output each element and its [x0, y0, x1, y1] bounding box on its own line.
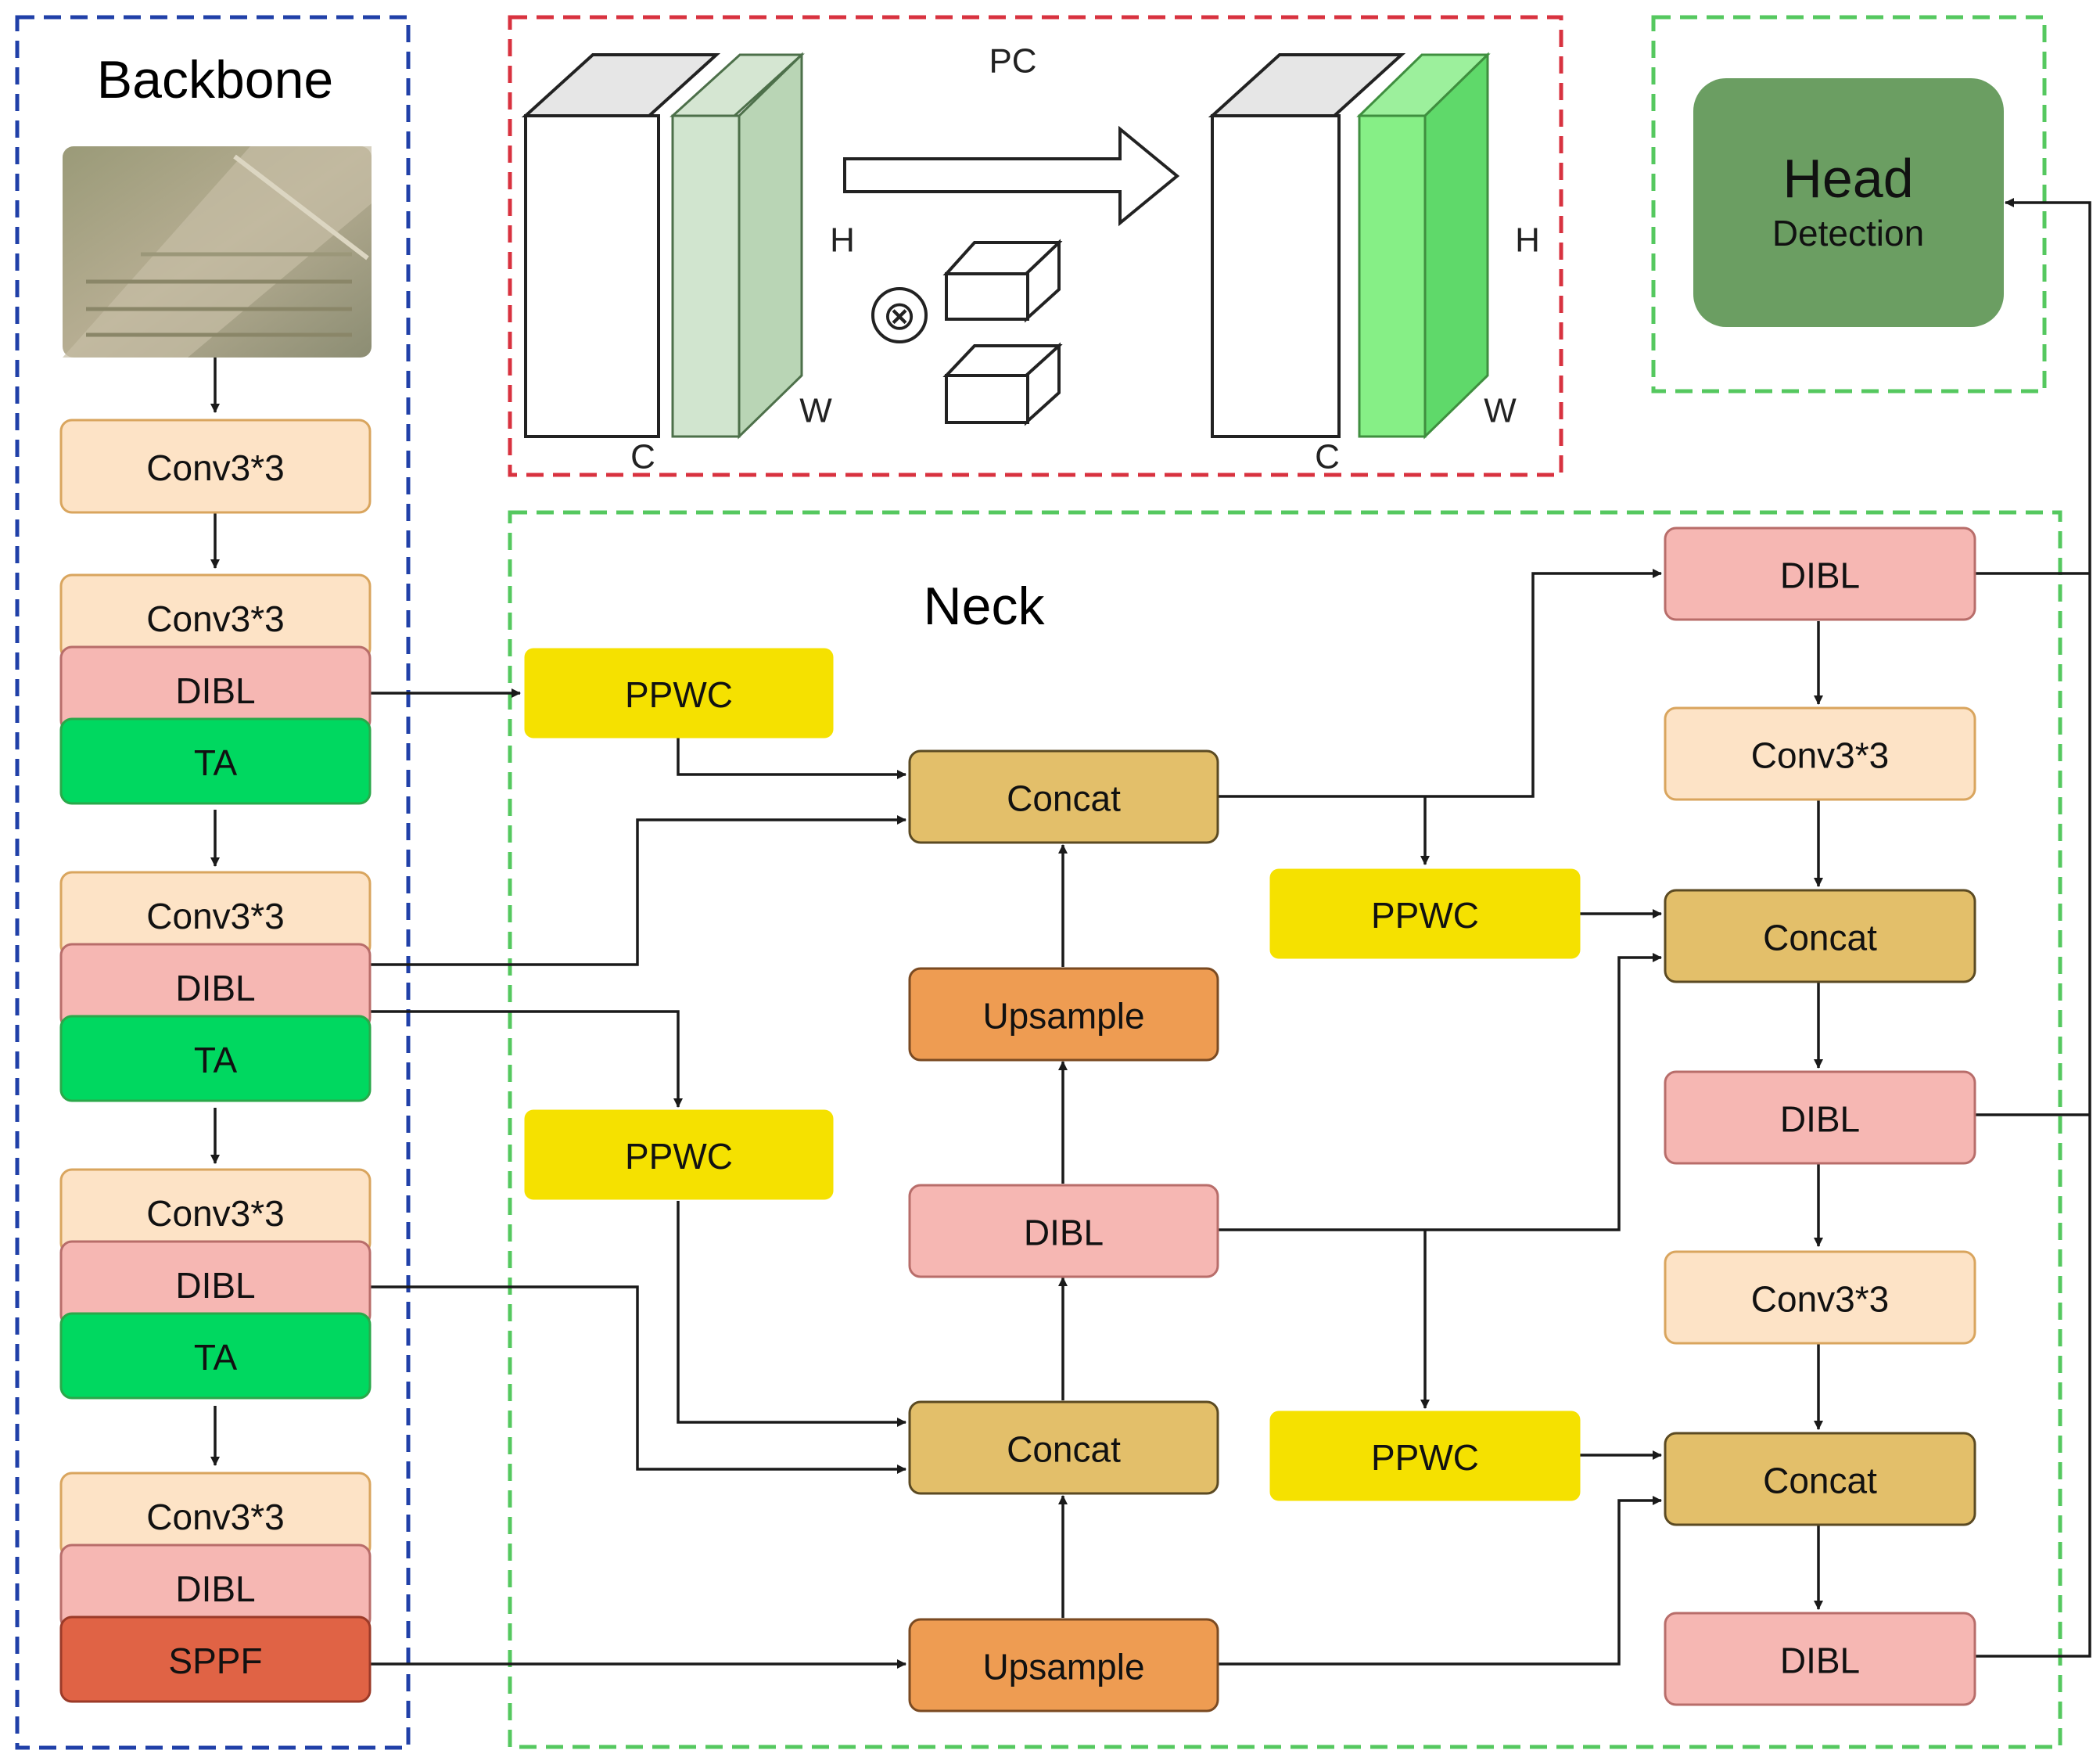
right-col-1-dibl-label: DIBL	[1780, 555, 1860, 596]
backbone-stage4-conv3-3: Conv3*3	[59, 1168, 372, 1256]
right-col-4-dibl: DIBL	[1664, 1070, 1976, 1165]
backbone-section	[15, 15, 411, 1750]
backbone-stage3-ta: TA	[59, 1015, 372, 1102]
right-col-1-dibl: DIBL	[1664, 527, 1976, 621]
right-col-5-conv3-3-label: Conv3*3	[1751, 1279, 1889, 1320]
upsample-mid-box	[908, 967, 1219, 1062]
backbone-stage5-sppf: SPPF	[59, 1615, 372, 1703]
backbone-stage3-dibl: DIBL	[59, 943, 372, 1030]
backbone-stage5-dibl-label: DIBL	[175, 1569, 255, 1609]
blocks-layer: Conv3*3Conv3*3DIBLTAConv3*3DIBLTAConv3*3…	[59, 419, 1976, 1712]
backbone-stage3-dibl-label: DIBL	[175, 968, 255, 1008]
backbone-stage1-conv3-3-box	[59, 419, 372, 514]
ppwc-mid-box	[524, 1109, 834, 1200]
backbone-stage1-conv3-3: Conv3*3	[59, 419, 372, 514]
right-col-2-conv3-3: Conv3*3	[1664, 706, 1976, 801]
pc-dim-h-right: H	[1515, 221, 1540, 260]
upsample-mid-label: Upsample	[982, 996, 1144, 1037]
backbone-stage3-ta-label: TA	[194, 1040, 238, 1080]
dibl-mid: DIBL	[908, 1184, 1219, 1278]
backbone-stage4-ta-label: TA	[194, 1337, 238, 1378]
ppwc-right-top-box	[1269, 868, 1581, 959]
ppwc-mid-label: PPWC	[625, 1136, 733, 1177]
right-col-3-concat-box	[1664, 889, 1976, 983]
pc-title: PC	[989, 42, 1036, 81]
head-section	[1651, 15, 2047, 394]
concat-top: Concat	[908, 749, 1219, 844]
concat-bottom: Concat	[908, 1400, 1219, 1495]
backbone-stage3-ta-box	[59, 1015, 372, 1102]
dibl-mid-label: DIBL	[1024, 1213, 1104, 1253]
backbone-stage5-conv3-3-label: Conv3*3	[146, 1497, 284, 1537]
backbone-stage4-conv3-3-label: Conv3*3	[146, 1193, 284, 1234]
right-col-2-conv3-3-box	[1664, 706, 1976, 801]
backbone-stage4-ta: TA	[59, 1312, 372, 1400]
pc-dim-h-left: H	[830, 221, 855, 260]
otimes-icon: ⊗	[882, 293, 917, 339]
concat-bottom-box	[908, 1400, 1219, 1495]
ppwc-top-label: PPWC	[625, 674, 733, 715]
pc-dim-w-left: W	[799, 392, 832, 430]
neck-edges	[369, 198, 2091, 1669]
ppwc-right-bottom-label: PPWC	[1371, 1437, 1479, 1478]
backbone-stage2-conv3-3-label: Conv3*3	[146, 598, 284, 639]
backbone-stage1-conv3-3-label: Conv3*3	[146, 447, 284, 488]
pc-dim-c-left: C	[630, 438, 655, 476]
right-col-3-concat-label: Concat	[1763, 918, 1877, 958]
backbone-title: Backbone	[97, 50, 333, 110]
upsample-bottom-label: Upsample	[982, 1647, 1144, 1687]
backbone-stage3-conv3-3: Conv3*3	[59, 871, 372, 958]
upsample-bottom-box	[908, 1618, 1219, 1712]
backbone-stage5-conv3-3: Conv3*3	[59, 1472, 372, 1559]
satellite-image	[63, 146, 372, 358]
right-col-5-conv3-3: Conv3*3	[1664, 1250, 1976, 1345]
right-col-6-concat-box	[1664, 1432, 1976, 1526]
backbone-stage2-ta-label: TA	[194, 742, 238, 783]
pc-dim-w-right: W	[1484, 392, 1517, 430]
right-col-4-dibl-label: DIBL	[1780, 1099, 1860, 1140]
head-detection-box	[1693, 78, 2004, 327]
right-col-7-dibl-box	[1664, 1612, 1976, 1706]
right-col-3-concat: Concat	[1664, 889, 1976, 983]
ppwc-right-bottom: PPWC	[1269, 1411, 1581, 1501]
backbone-stage3-conv3-3-label: Conv3*3	[146, 896, 284, 936]
concat-bottom-label: Concat	[1007, 1429, 1121, 1470]
ppwc-mid: PPWC	[524, 1109, 834, 1200]
right-col-7-dibl: DIBL	[1664, 1612, 1976, 1706]
backbone-stage4-dibl: DIBL	[59, 1240, 372, 1328]
ppwc-top-box	[524, 648, 834, 739]
right-col-6-concat: Concat	[1664, 1432, 1976, 1526]
backbone-stage4-ta-box	[59, 1312, 372, 1400]
backbone-stage2-ta-box	[59, 717, 372, 805]
ppwc-right-top-label: PPWC	[1371, 895, 1479, 936]
backbone-stage5-sppf-box	[59, 1615, 372, 1703]
upsample-bottom: Upsample	[908, 1618, 1219, 1712]
neck-title: Neck	[924, 577, 1046, 636]
backbone-stage5-sppf-label: SPPF	[168, 1641, 262, 1681]
ppwc-right-bottom-box	[1269, 1411, 1581, 1501]
right-col-4-dibl-box	[1664, 1070, 1976, 1165]
pc-module: ⊗	[521, 52, 1491, 440]
neck-section	[508, 510, 2062, 1749]
backbone-stage2-ta: TA	[59, 717, 372, 805]
ppwc-right-top: PPWC	[1269, 868, 1581, 959]
upsample-mid: Upsample	[908, 967, 1219, 1062]
backbone-stage2-dibl-label: DIBL	[175, 670, 255, 711]
head-title: Head	[1782, 148, 1913, 209]
right-col-5-conv3-3-box	[1664, 1250, 1976, 1345]
backbone-stage2-dibl: DIBL	[59, 645, 372, 733]
pc-dim-c-right: C	[1315, 438, 1340, 476]
pc-section	[508, 15, 1563, 477]
concat-top-box	[908, 749, 1219, 844]
right-col-6-concat-label: Concat	[1763, 1461, 1877, 1501]
ppwc-top: PPWC	[524, 648, 834, 739]
right-col-1-dibl-box	[1664, 527, 1976, 621]
concat-top-label: Concat	[1007, 778, 1121, 819]
right-col-7-dibl-label: DIBL	[1780, 1641, 1860, 1681]
dibl-mid-box	[908, 1184, 1219, 1278]
right-col-2-conv3-3-label: Conv3*3	[1751, 735, 1889, 776]
head-subtitle: Detection	[1772, 213, 1924, 253]
backbone-stage4-dibl-label: DIBL	[175, 1265, 255, 1306]
